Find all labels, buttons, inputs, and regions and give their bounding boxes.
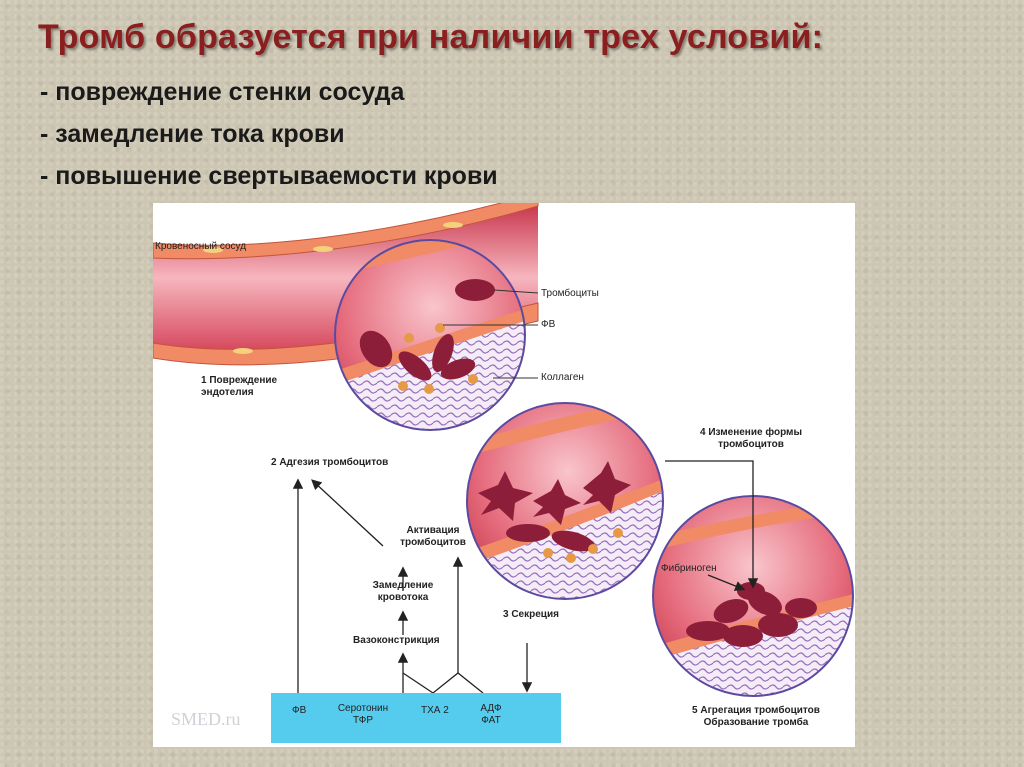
vessel-label: Кровеносный сосуд	[155, 241, 247, 252]
platelets-label: Тромбоциты	[541, 288, 599, 299]
vwf-label: ФВ	[541, 319, 556, 330]
fibrinogen-label: Фибриноген	[661, 563, 717, 574]
vasoconstriction-label: Вазоконстрикция	[353, 635, 440, 646]
slide-title: Тромб образуется при наличии трех услови…	[38, 18, 824, 56]
slowing-label: Замедление кровотока	[372, 580, 434, 603]
step4-label: 4 Изменение формы тромбоцитов	[700, 427, 802, 450]
collagen-label: Коллаген	[541, 372, 584, 383]
box-vwf: ФВ	[292, 705, 307, 716]
secretion-circle	[467, 403, 663, 599]
step3-label: 3 Секреция	[503, 609, 559, 620]
diagram-artwork	[153, 203, 854, 743]
condition-vessel-damage: - повреждение стенки сосуда	[40, 78, 405, 106]
condition-slow-flow: - замедление тока крови	[40, 120, 345, 148]
mediators-box	[271, 693, 561, 743]
step1-label: 1 Повреждение эндотелия	[201, 375, 278, 398]
step2-label: 2 Адгезия тромбоцитов	[271, 457, 389, 468]
box-serotonin: Серотонин ТФР	[337, 703, 389, 726]
watermark: SMED.ru	[171, 709, 241, 729]
box-txa: ТХА 2	[421, 705, 449, 716]
activation-label: Активация тромбоцитов	[400, 525, 466, 548]
flow-arrows	[292, 460, 759, 694]
step5-label: 5 Агрегация тромбоцитов Образование тром…	[692, 705, 820, 728]
box-adp: АДФ ФАТ	[480, 703, 502, 726]
condition-coagulability: - повышение свертываемости крови	[40, 162, 498, 190]
thrombus-formation-diagram: Кровеносный сосуд Тромбоциты ФВ Коллаген…	[153, 203, 855, 747]
